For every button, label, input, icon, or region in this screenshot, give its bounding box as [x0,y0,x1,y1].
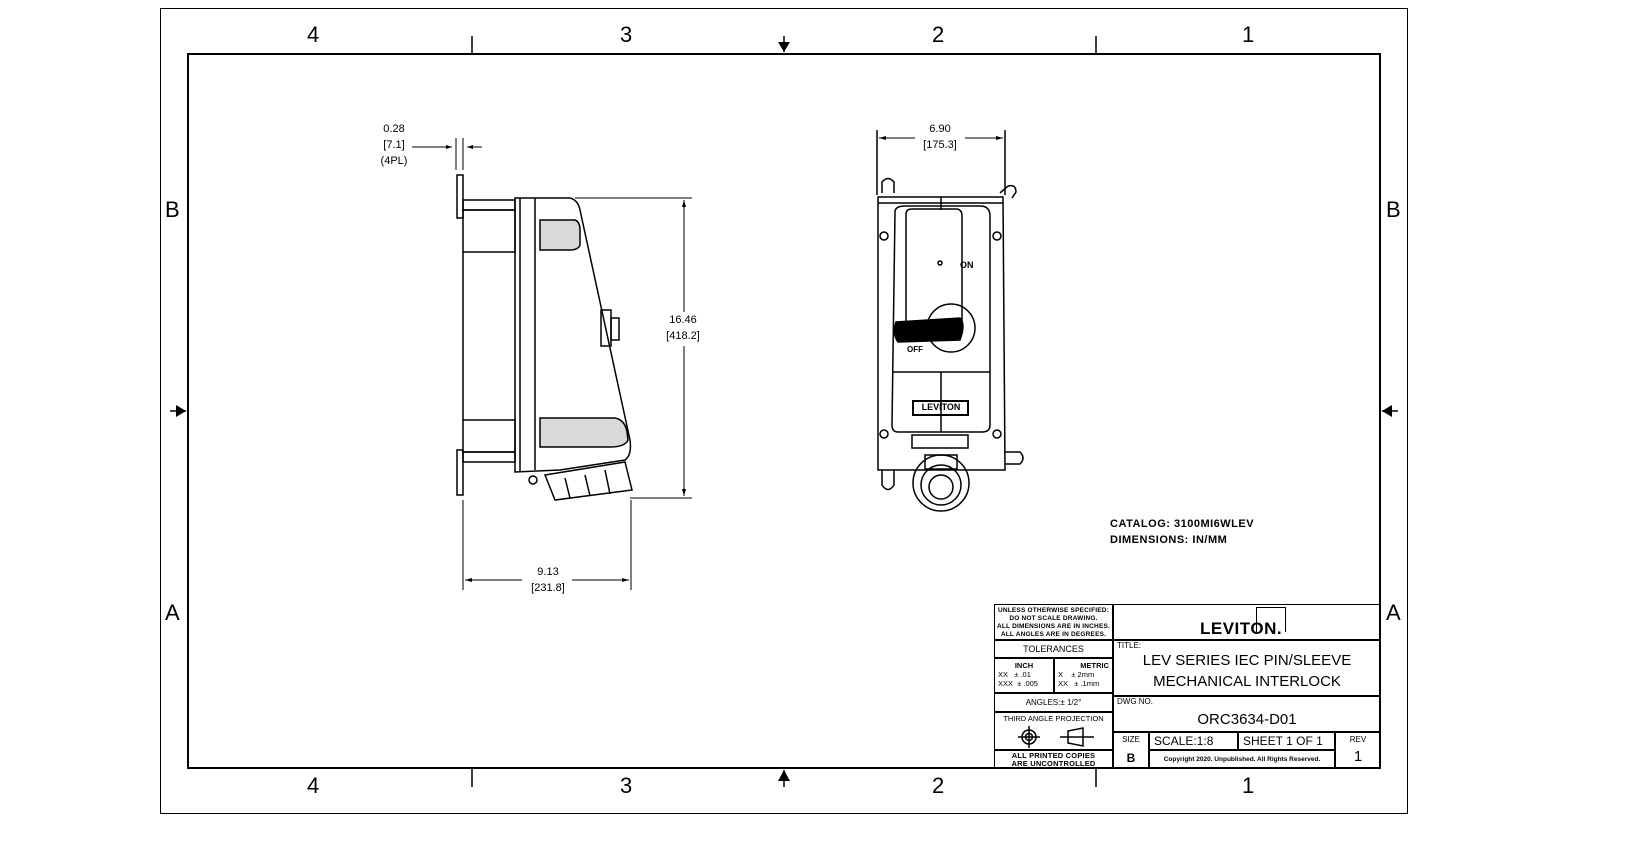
title-cell: TITLE: LEV SERIES IEC PIN/SLEEVE MECHANI… [1113,640,1381,696]
flange-dimension: 0.28 [7.1] (4PL) [374,121,414,169]
catalog-note: CATALOG: 3100MI6WLEV [1110,518,1255,530]
metric-label: METRIC [1080,661,1109,670]
zone-top-3: 3 [620,22,633,47]
size-value: B [1126,751,1136,765]
zone-bottom-2: 2 [932,773,945,798]
projection-label: THIRD ANGLE PROJECTION [994,712,1113,750]
zone-left-B: B [165,197,180,222]
flange-dim-inch: 0.28 [383,123,405,135]
flange-dim-mm: [7.1] [383,139,405,151]
dwg-number: ORC3634-D01 [1197,711,1297,728]
printed-copies-note: ALL PRINTED COPIES ARE UNCONTROLLED [994,750,1113,769]
title-label: TITLE: [1117,641,1142,650]
zone-top-4: 4 [307,22,320,47]
general-notes: UNLESS OTHERWISE SPECIFIED: DO NOT SCALE… [994,604,1113,640]
dimensions-note: DIMENSIONS: IN/MM [1110,534,1228,546]
angles-tolerance: ANGLES:± 1/2° [994,693,1113,712]
brand-plate-label: LEVITON [921,402,961,412]
height-dim-inch: 16.46 [669,314,697,326]
size-label: SIZE [1122,735,1140,744]
leviton-logo: LEVITON. [1200,619,1283,638]
zone-right-A: A [1386,600,1401,625]
inch-tolerances: INCH XX ± .01 XXX ± .005 [994,658,1054,693]
zone-top-1: 1 [1242,22,1255,47]
sheet-outer-border [160,8,1408,814]
logo-cell: LEVITON. [1113,604,1381,640]
metric-tolerances: METRIC X ± 2mm XX ± .1mm [1054,658,1113,693]
projection-symbols [1018,726,1094,748]
on-label: ON [960,260,974,270]
title-line-2: MECHANICAL INTERLOCK [1153,673,1341,690]
front-view-drawing [876,130,1024,512]
flange-dim-qty: (4PL) [380,155,408,167]
width-dimension: 6.90 [175.3] [915,121,965,153]
dwg-label: DWG NO. [1117,697,1153,706]
inch-label: INCH [1014,661,1034,670]
sheet-cell: SHEET 1 OF 1 [1238,732,1335,750]
off-label: OFF [907,345,923,354]
logo-box [1256,607,1286,632]
width-dim-inch: 6.90 [929,123,951,135]
height-dimension: 16.46 [418.2] [660,312,706,344]
depth-dim-inch: 9.13 [537,566,559,578]
rev-cell: REV 1 [1335,732,1381,769]
zone-bottom-1: 1 [1242,773,1255,798]
zone-right-B: B [1386,197,1401,222]
zone-top-2: 2 [932,22,945,47]
copyright-cell: Copyright 2020. Unpublished. All Rights … [1149,750,1335,769]
depth-dim-mm: [231.8] [531,582,565,594]
zone-bottom-4: 4 [307,773,320,798]
zone-bottom-3: 3 [620,773,633,798]
side-view-drawing [456,174,633,501]
rev-label: REV [1349,735,1367,744]
size-cell: SIZE B [1113,732,1149,769]
drawing-frame [187,53,1381,769]
scale-cell: SCALE:1:8 [1149,732,1238,750]
depth-dimension: 9.13 [231.8] [524,564,572,596]
rev-value: 1 [1353,748,1363,765]
drawing-number-cell: DWG NO. ORC3634-D01 [1113,696,1381,732]
width-dim-mm: [175.3] [923,139,957,151]
title-line-1: LEV SERIES IEC PIN/SLEEVE [1142,652,1352,669]
height-dim-mm: [418.2] [666,330,700,342]
zone-left-A: A [165,600,180,625]
tolerances-header: TOLERANCES [994,640,1113,658]
